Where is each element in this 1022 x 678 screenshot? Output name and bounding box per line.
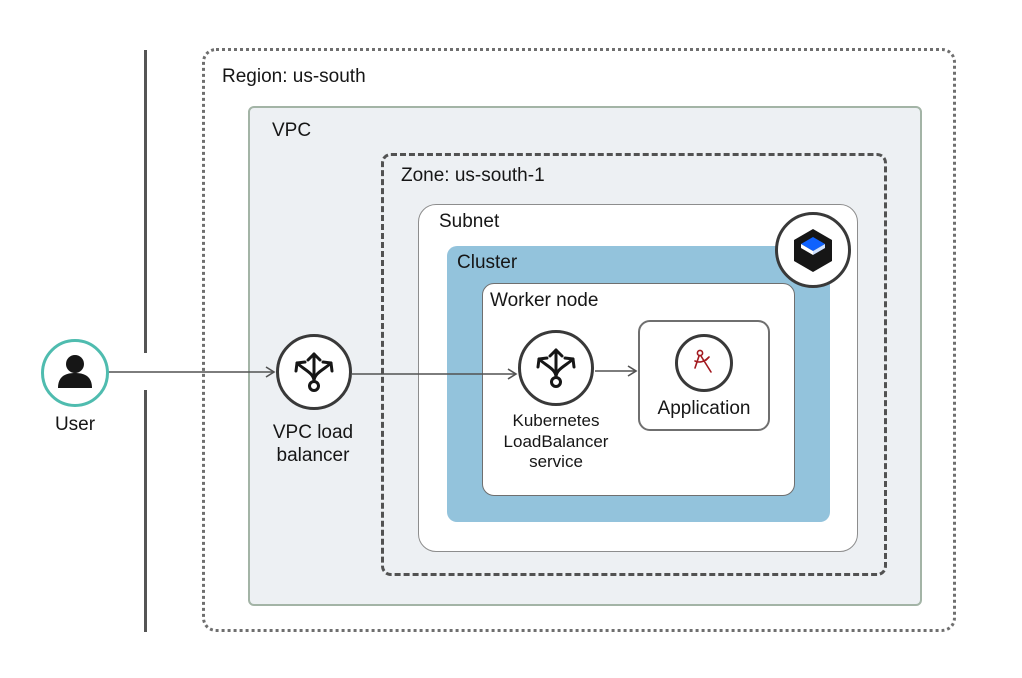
user-label: User: [54, 414, 96, 435]
boundary-divider-bottom: [144, 390, 147, 632]
vpc-label: VPC: [272, 120, 312, 141]
k8s-load-balancer-node: [518, 330, 594, 406]
compass-drafting-icon: [694, 349, 712, 373]
ibm-kubernetes-service-icon: [794, 229, 832, 272]
vpc-load-balancer-label: VPC load balancer: [252, 421, 374, 467]
application-label: Application: [657, 398, 751, 419]
subnet-label: Subnet: [439, 211, 500, 232]
k8s-load-balancer-label-line2: LoadBalancer: [503, 431, 609, 451]
region-container: [202, 48, 956, 632]
cluster-label: Cluster: [457, 252, 518, 273]
k8s-load-balancer-label: Kubernetes LoadBalancer service: [490, 411, 622, 473]
region-label: Region: us-south: [222, 66, 366, 87]
boundary-divider-top: [144, 50, 147, 353]
person-icon: [58, 355, 92, 388]
zone-container: [381, 153, 887, 576]
user-node: [41, 339, 109, 407]
load-balancer-icon: [294, 352, 334, 392]
vpc-load-balancer-label-line2: balancer: [276, 445, 350, 467]
kubernetes-service-badge: [775, 212, 851, 288]
worker-node-label: Worker node: [490, 290, 599, 311]
vpc-load-balancer-node: [276, 334, 352, 410]
zone-label: Zone: us-south-1: [401, 165, 545, 186]
load-balancer-icon: [536, 348, 576, 388]
application-node: [675, 334, 733, 392]
vpc-load-balancer-label-line1: VPC load: [272, 422, 354, 443]
k8s-load-balancer-label-line3: service: [529, 452, 583, 472]
k8s-load-balancer-label-line1: Kubernetes: [512, 411, 600, 430]
